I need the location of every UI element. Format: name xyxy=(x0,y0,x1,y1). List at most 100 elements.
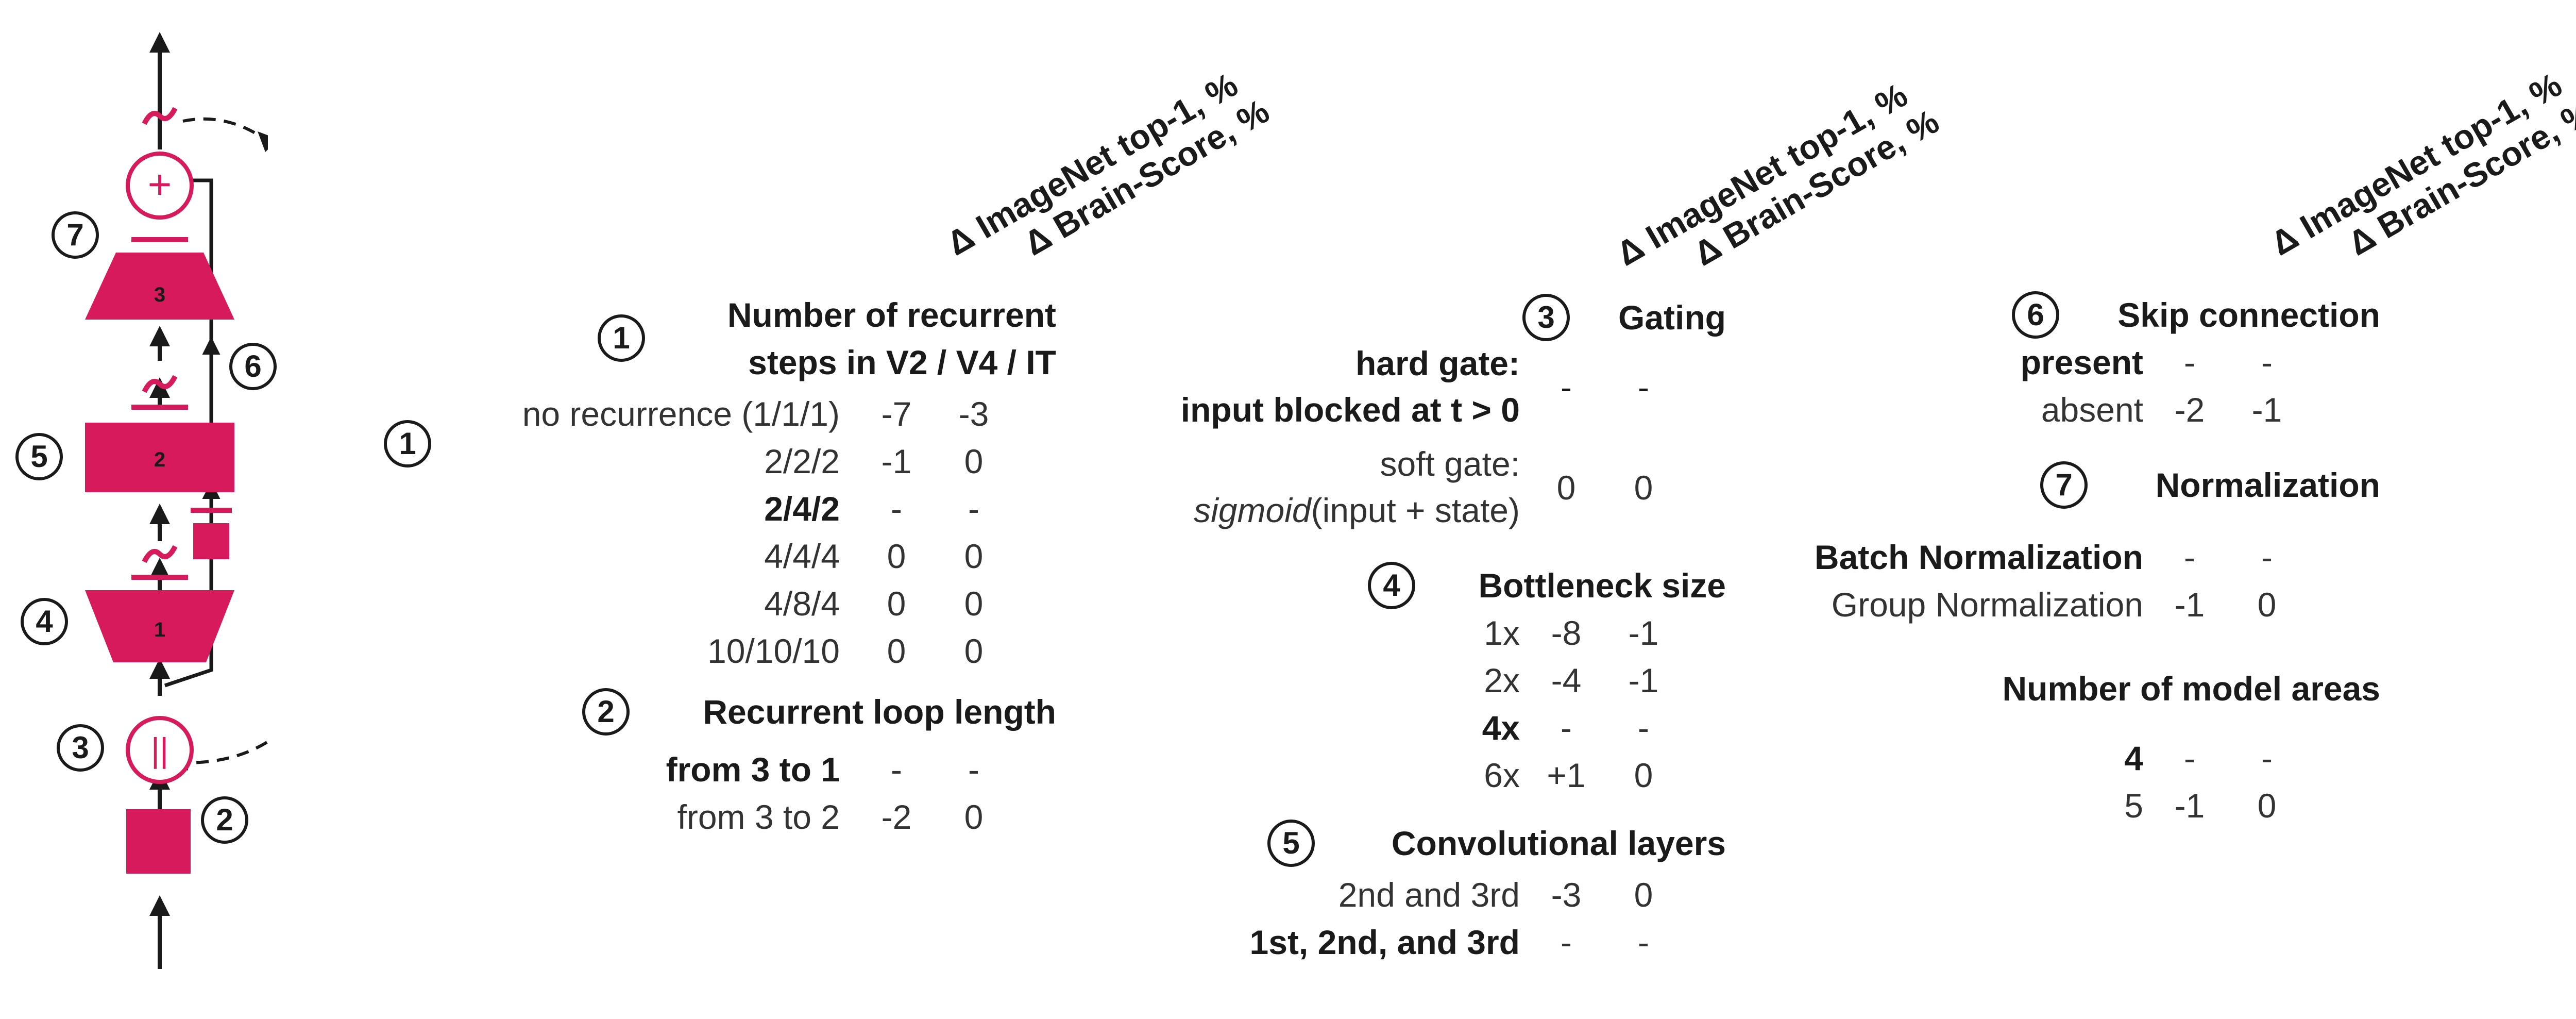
brainscore-value: - xyxy=(1638,923,1649,961)
imagenet-value: -7 xyxy=(881,395,912,433)
row-label: 1st, 2nd, and 3rd xyxy=(1249,923,1520,961)
section-6-row: absent -2 -1 xyxy=(1788,386,2380,433)
section-1-row: 10/10/10 0 0 xyxy=(464,627,1056,675)
section-7-row-best: Batch Normalization - - xyxy=(1788,533,2380,581)
section-1-row: 4/4/4 0 0 xyxy=(464,532,1056,580)
section-2-row: from 3 to 2 -2 0 xyxy=(464,793,1056,841)
imagenet-value: -8 xyxy=(1551,614,1582,652)
section-4-title: Bottleneck size xyxy=(1478,566,1726,605)
row-label: 6x xyxy=(1484,756,1520,794)
imagenet-value: - xyxy=(1561,709,1572,747)
section-3-marker: 3 xyxy=(1522,294,1570,341)
imagenet-value: 0 xyxy=(887,584,906,623)
brainscore-value: -1 xyxy=(2251,391,2282,429)
row-label: 4 xyxy=(2124,739,2143,777)
label-italic: sigmoid xyxy=(1194,491,1311,529)
imagenet-value: -2 xyxy=(2174,391,2205,429)
brainscore-value: 0 xyxy=(964,442,984,480)
sum-circle xyxy=(126,152,194,220)
diagram-marker-6: 6 xyxy=(229,343,277,390)
imagenet-value: +1 xyxy=(1547,756,1586,794)
row-label: present xyxy=(2020,343,2143,381)
label-line-2: sigmoid(input + state) xyxy=(1194,487,1520,533)
brainscore-value: - xyxy=(2261,343,2273,381)
row-label: hard gate: input blocked at t > 0 xyxy=(1181,340,1520,433)
sum-symbol: + xyxy=(148,161,172,207)
section-6-title: Skip connection xyxy=(2117,296,2380,334)
label-rest: (input + state) xyxy=(1311,491,1520,529)
row-label: 1x xyxy=(1484,614,1520,652)
label-line-1: hard gate: xyxy=(1355,344,1520,382)
diagram-marker-3: 3 xyxy=(57,724,104,772)
section-6-marker: 6 xyxy=(2012,291,2059,339)
input-block xyxy=(126,809,191,874)
imagenet-value: - xyxy=(2184,538,2195,576)
row-label: Group Normalization xyxy=(1831,586,2143,624)
section-1-row: no recurrence (1/1/1) -7 -3 xyxy=(464,390,1056,438)
gate-circle xyxy=(126,716,194,784)
section-7-marker: 7 xyxy=(2040,461,2088,509)
imagenet-value: - xyxy=(2184,343,2195,381)
imagenet-value: 0 xyxy=(887,632,906,670)
imagenet-value: -4 xyxy=(1551,661,1582,699)
imagenet-value: - xyxy=(2184,739,2195,777)
imagenet-value: -1 xyxy=(2174,586,2205,624)
section-model-areas-row: 5 -1 0 xyxy=(1788,782,2380,829)
section-5-title: Convolutional layers xyxy=(1391,824,1726,862)
brainscore-value: - xyxy=(2261,538,2273,576)
section-1-row: 4/8/4 0 0 xyxy=(464,580,1056,627)
brainscore-value: - xyxy=(1638,709,1649,747)
brainscore-value: -1 xyxy=(1628,661,1659,699)
diagram-marker-5: 5 xyxy=(15,433,63,480)
imagenet-value: -2 xyxy=(881,798,912,836)
block-label-3: 3 xyxy=(154,283,165,306)
row-label: 2x xyxy=(1484,661,1520,699)
brainscore-value: 0 xyxy=(1634,469,1653,507)
brainscore-value: -1 xyxy=(1628,614,1659,652)
row-label: Batch Normalization xyxy=(1814,538,2143,576)
row-label: no recurrence (1/1/1) xyxy=(522,395,840,433)
diagram-marker-1: 1 xyxy=(384,420,431,467)
imagenet-value: - xyxy=(1561,368,1572,406)
row-label: 2/4/2 xyxy=(764,490,840,528)
row-label: 4/4/4 xyxy=(764,537,840,575)
label-line-2: input blocked at t > 0 xyxy=(1180,391,1520,429)
gate-symbol: || xyxy=(151,731,168,769)
section-1-row-best: 2/4/2 - - xyxy=(464,485,1056,532)
imagenet-value: -1 xyxy=(2174,787,2205,825)
row-label: from 3 to 2 xyxy=(677,798,840,836)
brainscore-value: - xyxy=(1638,368,1649,406)
section-1-row: 2/2/2 -1 0 xyxy=(464,438,1056,485)
diagram-marker-7: 7 xyxy=(52,211,99,259)
row-label: 10/10/10 xyxy=(707,632,840,670)
section-4-row: 2x -4 -1 xyxy=(1133,657,1726,704)
block-label-1: 1 xyxy=(154,619,165,641)
section-6-row-best: present - - xyxy=(1788,339,2380,386)
brainscore-value: - xyxy=(968,750,979,789)
section-1-title-line2: steps in V2 / V4 / IT xyxy=(748,343,1056,381)
section-3-row-hard-gate: hard gate: input blocked at t > 0 - - xyxy=(1133,340,1726,438)
imagenet-value: -1 xyxy=(881,442,912,480)
imagenet-value: -3 xyxy=(1551,876,1582,914)
nonlinearity-icon-top xyxy=(142,107,178,125)
row-label: soft gate: sigmoid(input + state) xyxy=(1194,441,1520,533)
diagram-marker-4: 4 xyxy=(21,598,68,645)
brainscore-value: -3 xyxy=(958,395,989,433)
section-5-marker: 5 xyxy=(1267,820,1315,867)
row-label: 5 xyxy=(2124,787,2143,825)
section-model-areas-title: Number of model areas xyxy=(2002,670,2380,708)
section-1-marker: 1 xyxy=(598,314,645,362)
brainscore-value: 0 xyxy=(964,798,984,836)
section-5-row: 2nd and 3rd -3 0 xyxy=(1133,871,1726,918)
section-7-title: Normalization xyxy=(2155,466,2380,504)
imagenet-value: - xyxy=(891,750,902,789)
brainscore-value: 0 xyxy=(964,632,984,670)
diagram-marker-2: 2 xyxy=(201,796,248,844)
row-label: absent xyxy=(2041,391,2143,429)
section-4-row-best: 4x - - xyxy=(1133,704,1726,751)
nonlinearity-icon-mid xyxy=(142,375,178,393)
imagenet-value: - xyxy=(891,490,902,528)
section-4-row: 6x +1 0 xyxy=(1133,751,1726,799)
block-3-trapezoid xyxy=(85,253,234,320)
imagenet-value: 0 xyxy=(887,537,906,575)
